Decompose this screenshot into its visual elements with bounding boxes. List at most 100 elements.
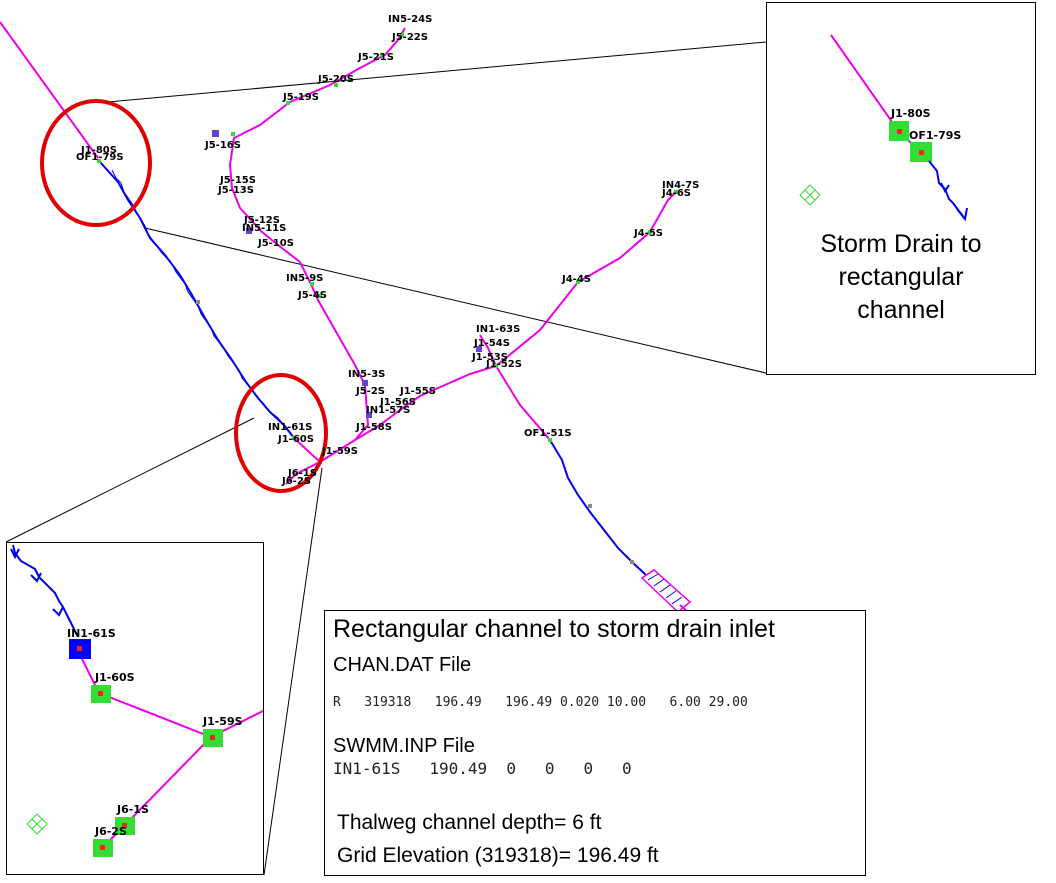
label-j1-60s: J1-60S bbox=[277, 434, 314, 445]
map-labels: J1-80S OF1-79S IN5-24S J5-22S J5-21S J5-… bbox=[76, 14, 699, 487]
callout-circle-inlet bbox=[234, 373, 328, 493]
inset-inlet-channel bbox=[12, 544, 78, 636]
node-j4-4s bbox=[576, 280, 580, 284]
label-j5-13s: J5-13S bbox=[217, 185, 254, 196]
inset-label-in1-61s: IN1-61S bbox=[67, 627, 116, 640]
depth-text: Thalweg channel depth= 6 ft bbox=[337, 811, 602, 834]
label-j5-22s: J5-22S bbox=[391, 32, 428, 43]
callout-line-top-upper bbox=[107, 41, 767, 103]
caption-line-2: rectangular bbox=[838, 263, 964, 291]
label-j5-10s: J5-10S bbox=[257, 238, 294, 249]
channel-node-1 bbox=[196, 300, 200, 304]
node-in5-11s bbox=[246, 228, 252, 234]
callout-line-bottom-left bbox=[5, 417, 255, 543]
label-j5-4s: J5-4S bbox=[297, 290, 327, 301]
channel-detail bbox=[111, 169, 283, 424]
inset-label-j6-2s: J6-2S bbox=[94, 825, 127, 838]
inset-grid-marker bbox=[799, 184, 821, 206]
label-in5-9s: IN5-9S bbox=[286, 273, 323, 284]
node-j4-5s bbox=[648, 230, 652, 234]
label-in5-3s: IN5-3S bbox=[348, 369, 385, 380]
label-j5-20s: J5-20S bbox=[317, 74, 354, 85]
pipe-j5-branch bbox=[228, 27, 406, 441]
node-in5-3s bbox=[362, 380, 368, 386]
node-j5-20s bbox=[334, 83, 338, 87]
label-j1-56s: J1-56S bbox=[379, 397, 416, 408]
inset-label-j1-80s: J1-80S bbox=[890, 107, 931, 120]
inset-label-j6-1s: J6-1S bbox=[116, 803, 149, 816]
node-j5-4s bbox=[318, 294, 322, 298]
label-of1-79s: OF1-79S bbox=[76, 152, 124, 163]
label-j4-4s: J4-4S bbox=[561, 274, 591, 285]
pipe-to-of1-51s bbox=[495, 365, 551, 441]
label-j1-54s: J1-54S bbox=[473, 338, 510, 349]
label-in4-7s: IN4-7S bbox=[662, 180, 699, 191]
node-j4-6s bbox=[674, 190, 678, 194]
pipe-j6-branch bbox=[285, 461, 321, 485]
label-j5-2s: J5-2S bbox=[355, 386, 385, 397]
inset-label-j1-59s: J1-59S bbox=[202, 715, 243, 728]
label-in1-61s: IN1-61S bbox=[268, 422, 312, 433]
inset-grid-marker-2 bbox=[26, 813, 48, 835]
label-j1-59s: J1-59S bbox=[321, 446, 358, 457]
label-j1-58s: J1-58S bbox=[355, 422, 392, 433]
culvert-structure bbox=[640, 569, 692, 615]
label-j5-15s: J5-15S bbox=[219, 175, 256, 186]
node-in1-63s bbox=[476, 346, 482, 352]
pipe-j4-branch bbox=[495, 191, 677, 367]
label-j1-53s: J1-53S bbox=[471, 352, 508, 363]
node-j1-60s bbox=[292, 436, 296, 440]
info-panel: Rectangular channel to storm drain inlet… bbox=[324, 610, 866, 876]
callout-line-top-lower bbox=[144, 227, 767, 374]
inset-caption: Storm Drain to rectangular channel bbox=[767, 228, 1035, 327]
label-j5-16s: J5-16S bbox=[204, 140, 241, 151]
channel-node-2 bbox=[588, 504, 592, 508]
chan-dat-heading: CHAN.DAT File bbox=[333, 654, 472, 676]
inset-inlet-map: IN1-61S J1-60S J1-59S J6-1S J6-2S bbox=[10, 544, 263, 857]
node-in5-16s bbox=[212, 130, 219, 137]
elevation-text: Grid Elevation (319318)= 196.49 ft bbox=[337, 844, 659, 867]
label-of1-51s: OF1-51S bbox=[524, 428, 572, 439]
label-in1-57s: IN1-57S bbox=[366, 405, 410, 416]
inset-label-j1-60s: J1-60S bbox=[94, 671, 135, 684]
label-j4-6s: J4-6S bbox=[661, 188, 691, 199]
inset-label-of1-79s: OF1-79S bbox=[909, 129, 961, 142]
node-j5-19s bbox=[286, 101, 290, 105]
inset-inlet-detail: IN1-61S J1-60S J1-59S J6-1S J6-2S bbox=[6, 542, 264, 875]
caption-line-1: Storm Drain to bbox=[820, 230, 982, 258]
label-j1-55s: J1-55S bbox=[399, 386, 436, 397]
swmm-inp-line: IN1-61S 190.49 0 0 0 0 bbox=[333, 759, 632, 778]
pipe-j1-upper bbox=[479, 334, 497, 367]
label-j1-80s: J1-80S bbox=[80, 145, 117, 156]
label-j1-52s: J1-52S bbox=[485, 359, 522, 370]
label-j5-12s: J5-12S bbox=[243, 215, 280, 226]
node-of1-51s bbox=[548, 438, 552, 442]
label-in1-63s: IN1-63S bbox=[476, 324, 520, 335]
map-nodes bbox=[97, 33, 678, 564]
info-title: Rectangular channel to storm drain inlet bbox=[333, 615, 775, 643]
node-j1-53s bbox=[494, 364, 498, 368]
label-j6-1s: J6-1S bbox=[287, 468, 317, 479]
callout-circle-outfall bbox=[40, 99, 152, 227]
label-in5-11s: IN5-11S bbox=[242, 223, 286, 234]
node-j5-16s bbox=[231, 132, 235, 136]
swmm-inp-heading: SWMM.INP File bbox=[333, 735, 475, 757]
node-j5-9s bbox=[310, 282, 314, 286]
pipe-upstream bbox=[0, 21, 99, 159]
label-in5-24s: IN5-24S bbox=[388, 14, 432, 25]
channel-node-3 bbox=[630, 560, 634, 564]
inset-channel bbox=[928, 160, 966, 220]
node-j5-21s bbox=[380, 53, 384, 57]
inset-outfall-map: J1-80S OF1-79S bbox=[799, 34, 968, 222]
inset-outfall-detail: J1-80S OF1-79S Storm Drain to rectangula… bbox=[766, 2, 1036, 375]
callout-line-bottom-right bbox=[263, 467, 323, 876]
label-j5-21s: J5-21S bbox=[357, 52, 394, 63]
label-j5-19s: J5-19S bbox=[282, 92, 319, 103]
node-in1-57s bbox=[366, 412, 372, 418]
label-j6-2s: J6-2S bbox=[281, 476, 311, 487]
node-j5-22s bbox=[400, 33, 404, 37]
pipe-j1-main bbox=[293, 365, 497, 464]
node-j1-80s bbox=[97, 159, 101, 163]
